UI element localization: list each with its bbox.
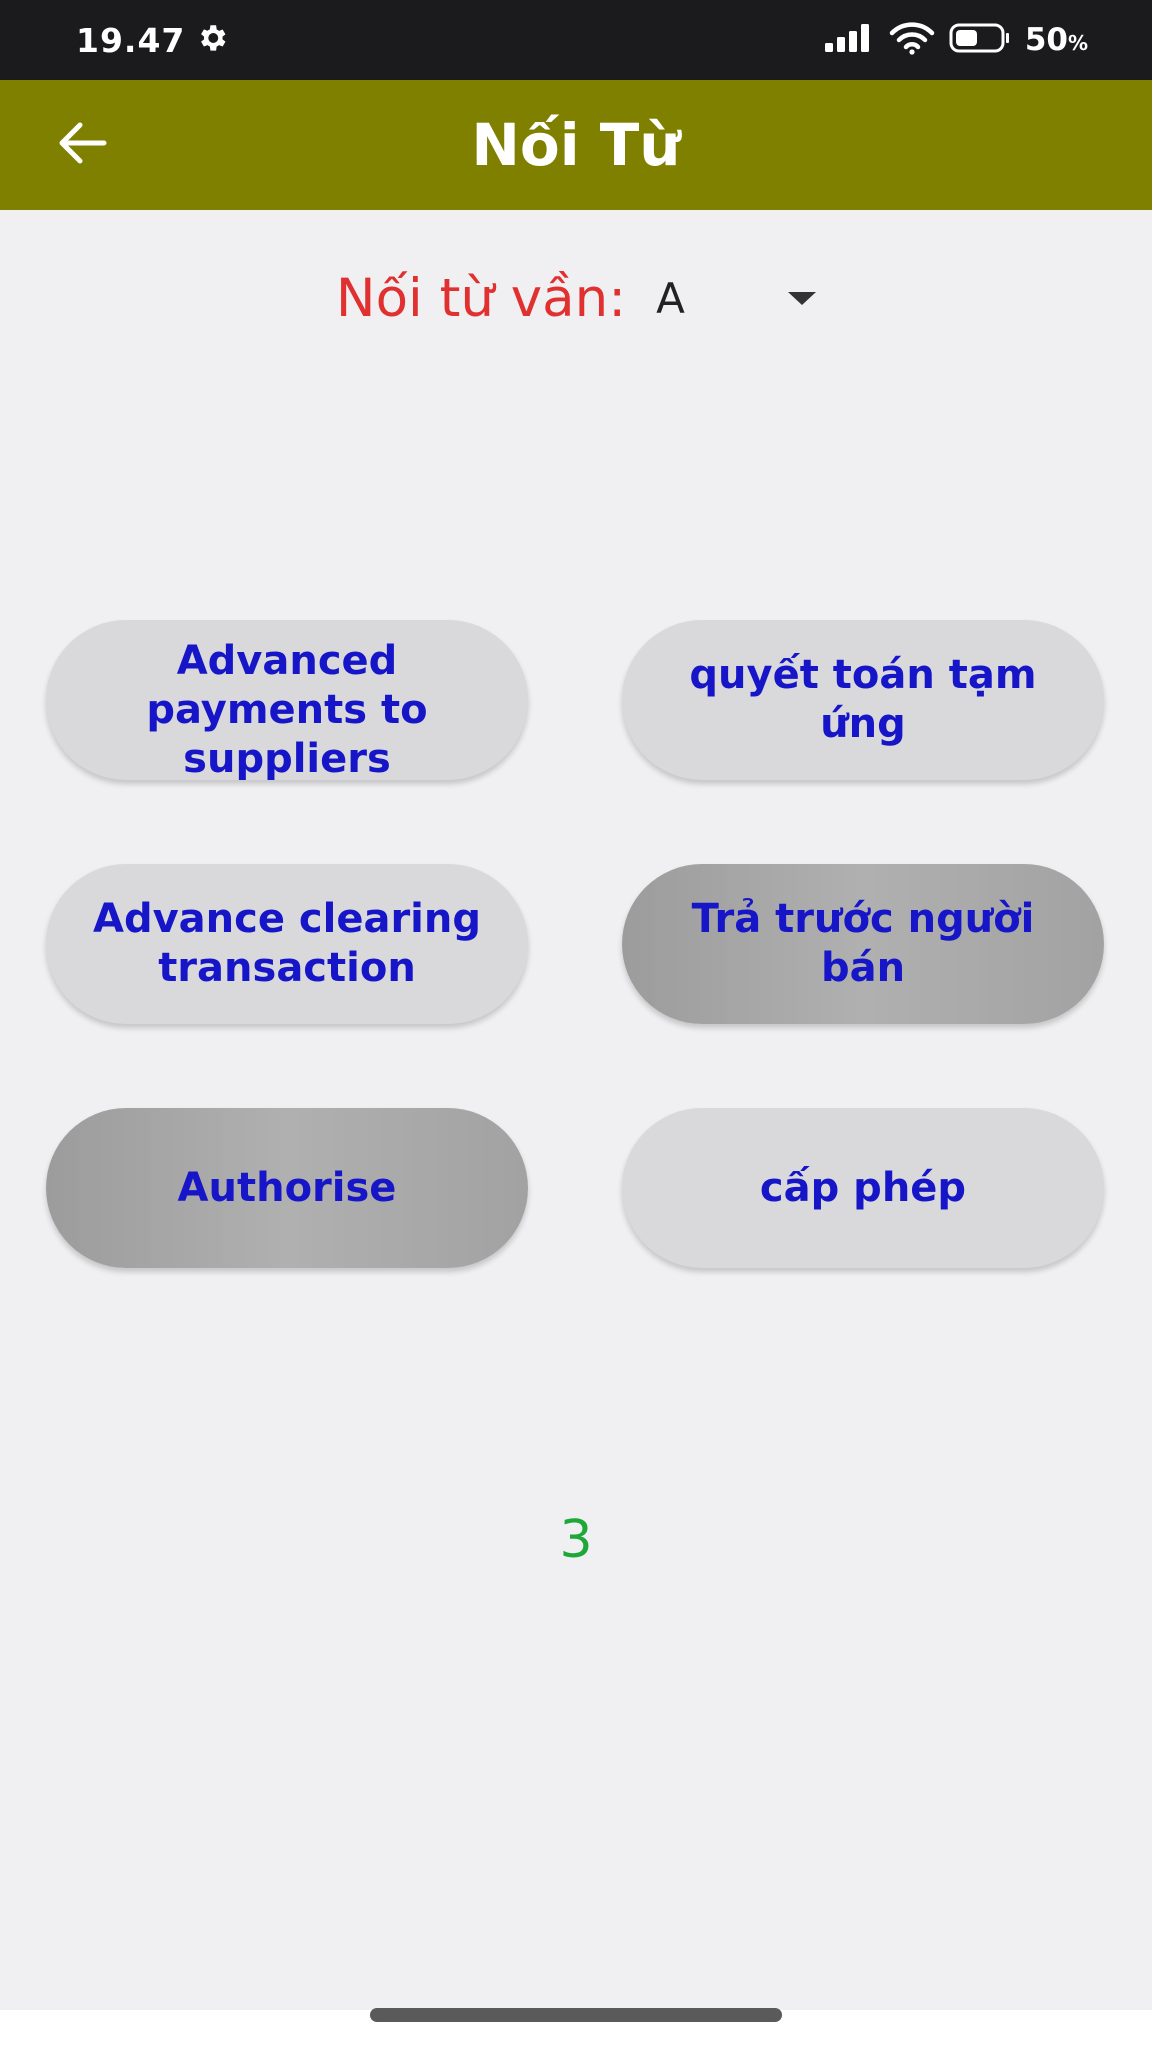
settings-gear-icon [195,21,229,59]
word-card-5-text: Authorise [177,1164,397,1211]
rhyme-selector-row: Nối từ vần: A [0,258,1152,338]
word-card-4-text: Trả trước người bán [691,896,1035,991]
battery-percent: 50% [1024,22,1088,58]
word-card-5[interactable]: Authorise [46,1108,528,1268]
wifi-icon [889,21,935,59]
signal-icon [823,23,875,57]
word-card-4[interactable]: Trả trước người bán [622,864,1104,1024]
rhyme-selector-label: Nối từ vần: [335,267,627,329]
app-bar: Nối Từ [0,80,1152,210]
word-card-1[interactable]: Advanced payments to suppliers [46,620,528,780]
status-right: 50% [823,0,1088,80]
back-button[interactable] [44,110,120,180]
home-indicator[interactable] [370,2008,782,2022]
battery-icon [949,22,1011,58]
word-card-2-text: quyết toán tạm ứng [689,652,1037,747]
caret-down-icon [788,291,817,305]
rhyme-dropdown[interactable]: A [656,263,817,333]
word-card-6[interactable]: cấp phép [622,1108,1104,1268]
word-card-2[interactable]: quyết toán tạm ứng [622,620,1104,780]
status-time: 19.47 [76,20,186,60]
status-left: 19.47 [76,0,229,80]
word-card-3[interactable]: Advance clearing transaction [46,864,528,1024]
rhyme-dropdown-value: A [656,273,685,323]
word-card-1-text: Advanced payments to suppliers [146,637,428,781]
status-bar: 19.47 [0,0,1152,80]
arrow-left-icon [56,121,108,169]
app-title: Nối Từ [471,111,681,179]
word-card-6-text: cấp phép [759,1164,967,1211]
score-counter: 3 [559,1510,593,1570]
word-card-3-text: Advance clearing transaction [93,896,481,991]
